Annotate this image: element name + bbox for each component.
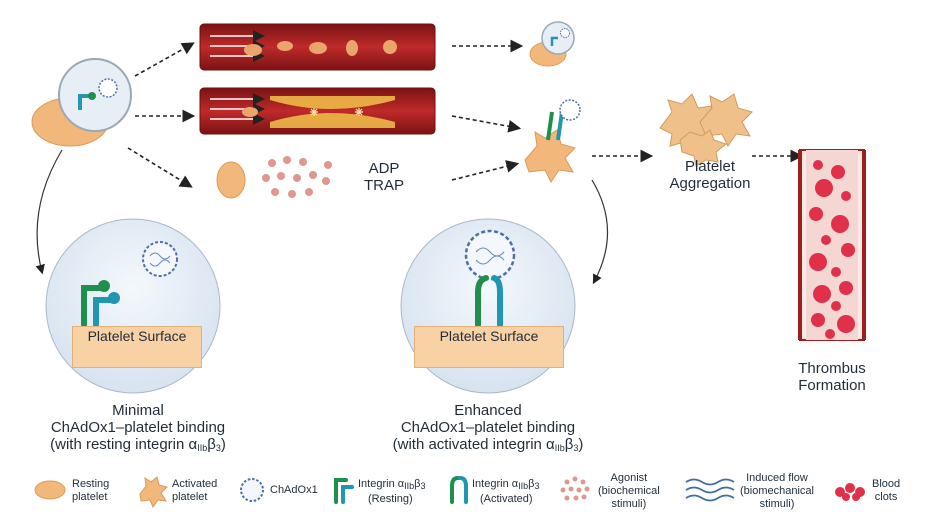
platelet-aggregate	[659, 93, 753, 167]
resting-platelet-with-virus	[31, 58, 132, 147]
aggregation-label-line1: Platelet	[684, 158, 736, 175]
enhanced-caption-line2: ChAdOx1–platelet binding	[400, 419, 576, 436]
clot-blob	[839, 281, 853, 295]
virus-icon	[98, 78, 118, 98]
legend-resting-platelet: Resting platelet	[72, 478, 110, 503]
clot-blob	[821, 235, 831, 245]
aggregation-label-line2: Aggregation	[669, 175, 751, 192]
activated-platelet-with-virus	[524, 99, 581, 183]
blood-vessel-stenosis	[199, 87, 436, 135]
blood-vessel-normal	[199, 23, 436, 71]
legend-resting-platelet-icon	[34, 480, 66, 500]
virus-icon	[142, 241, 178, 277]
enhanced-binding-caption: Enhanced ChAdOx1–platelet binding (with …	[356, 402, 620, 457]
thrombus-label: Thrombus Formation	[784, 360, 880, 394]
process-arrows	[127, 39, 804, 188]
clot-blob	[813, 285, 831, 303]
clot-blob	[809, 253, 827, 271]
thrombus-label-line1: Thrombus	[798, 360, 866, 377]
legend-integrin-activated-icon	[450, 476, 468, 504]
agonist-dots	[262, 156, 332, 198]
minimal-binding-caption: Minimal ChAdOx1–platelet binding (with r…	[18, 402, 258, 457]
clot-blob	[841, 191, 851, 201]
enhanced-caption-line3: (with activated integrin αIIbβ3)	[392, 436, 584, 453]
legend-clots-icon	[835, 483, 865, 501]
clot-blob	[831, 267, 841, 277]
clot-blob	[811, 313, 825, 327]
legend-integrin-activated: Integrin αIIbβ3 (Activated)	[472, 478, 540, 505]
clot-blob	[813, 160, 823, 170]
platelet-surface-enhanced: Platelet Surface	[414, 326, 564, 368]
integrin-activated-icon	[475, 275, 503, 328]
thrombus-clots	[809, 160, 855, 339]
platelet-surface-minimal: Platelet Surface	[72, 326, 202, 368]
clot-blob	[841, 243, 855, 257]
legend-agonist-icon	[560, 476, 590, 501]
legend-chadox: ChAdOx1	[270, 484, 318, 496]
integrin-in-bubble	[78, 92, 96, 110]
agonist-label: ADP TRAP	[360, 160, 408, 194]
surface-label-line2: Surface	[138, 328, 187, 344]
legend-virus-icon	[240, 478, 264, 502]
aggregation-label: Platelet Aggregation	[655, 158, 765, 192]
integrin-resting-icon	[81, 280, 120, 328]
virus-icon	[464, 229, 516, 281]
clot-blob	[831, 215, 849, 233]
thrombus-vessel	[798, 149, 866, 341]
clot-blob	[831, 301, 841, 311]
surface-label-line2: Surface	[490, 328, 539, 344]
clot-blob	[837, 315, 855, 333]
legend-activated-platelet: Activated platelet	[172, 478, 218, 503]
legend-induced-flow: Induced flow (biomechanical stimuli)	[740, 472, 814, 510]
zoom-arrows	[35, 149, 609, 285]
minimal-caption-line2: ChAdOx1–platelet binding	[50, 419, 226, 436]
legend-integrin-resting-icon	[334, 478, 354, 504]
legend-activated-platelet-icon	[139, 476, 168, 509]
enhanced-caption-line1: Enhanced	[454, 402, 522, 419]
legend-agonist: Agonist (biochemical stimuli)	[598, 472, 660, 510]
clot-blob	[831, 165, 845, 179]
surface-label-line1: Platelet	[439, 328, 487, 344]
agonist-label-line1: ADP	[368, 160, 400, 177]
legend-flow-icon	[685, 478, 735, 502]
legend-blood-clots: Blood clots	[872, 478, 901, 503]
minimal-caption-line3: (with resting integrin αIIbβ3)	[50, 436, 226, 453]
agonist-label-line2: TRAP	[363, 177, 404, 194]
resting-platelet-after-flow	[529, 21, 575, 67]
clot-blob	[815, 179, 833, 197]
agonist-platelet	[216, 161, 246, 199]
surface-label-line1: Platelet	[87, 328, 135, 344]
clot-blob	[809, 207, 823, 221]
minimal-caption-line1: Minimal	[112, 402, 164, 419]
thrombus-label-line2: Formation	[798, 377, 866, 394]
legend-integrin-resting: Integrin αIIbβ3 (Resting)	[358, 478, 426, 505]
clot-blob	[825, 329, 835, 339]
